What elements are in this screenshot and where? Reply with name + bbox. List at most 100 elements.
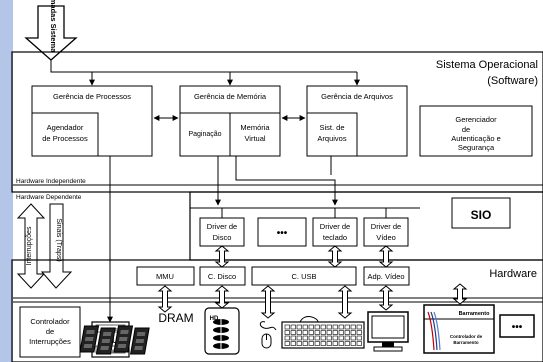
keyboard-key [303, 342, 308, 346]
process-management-title: Gerência de Processos [53, 92, 131, 101]
video-driver-label-1: Driver de [371, 222, 401, 231]
double-arrow [216, 246, 228, 267]
more-devices-ellipsis: ••• [512, 322, 523, 333]
dram-module [131, 328, 150, 354]
hw-independent-label: Hardware Independente [16, 178, 86, 185]
double-arrow [216, 286, 228, 308]
keyboard-key [297, 342, 302, 346]
keyboard-key [321, 325, 326, 329]
os-subtitle: (Software) [487, 75, 538, 87]
keyboard-key [315, 336, 320, 340]
video-adapter-label: Adp. Vídeo [367, 272, 404, 281]
auth-manager-label-2: de [462, 125, 470, 134]
keyboard-key [339, 336, 344, 340]
keyboard-key [309, 336, 314, 340]
keyboard-driver-label-2: teclado [323, 233, 347, 242]
signals-arrow: Sinais (Traps) [42, 204, 71, 288]
mouse-icon [260, 322, 276, 348]
keyboard-key [303, 331, 308, 335]
disk-driver-label-2: Disco [213, 233, 232, 242]
keyboard-key [357, 325, 362, 329]
hw-dependent-label: Hardware Dependente [16, 194, 82, 201]
hd-label: HD [210, 316, 219, 322]
keyboard-key [303, 336, 308, 340]
os-title: Sistema Operacional [436, 59, 538, 71]
keyboard-key [291, 325, 296, 329]
video-driver-label-2: Vídeo [376, 233, 396, 242]
virtual-memory-label-1: Memória [240, 123, 270, 132]
keyboard-key [303, 325, 308, 329]
keyboard-key [333, 325, 338, 329]
keyboard-key [357, 342, 362, 346]
process-scheduler-label-2: de Processos [42, 134, 88, 143]
keyboard-key [321, 342, 326, 346]
double-arrow [380, 246, 392, 267]
sio-label: SIO [471, 208, 492, 222]
keyboard-key [339, 342, 344, 346]
bus-title: Barramento [459, 311, 491, 317]
file-system-label-2: Arquivos [317, 134, 346, 143]
keyboard-key [291, 342, 296, 346]
usb-controller-label: C. USB [291, 272, 316, 281]
virtual-memory-label-2: Virtual [244, 134, 265, 143]
file-management-title: Gerência de Arquivos [321, 92, 393, 101]
disk-controller-label: C. Disco [208, 272, 236, 281]
mmu-label: MMU [156, 272, 174, 281]
keyboard-key [339, 325, 344, 329]
keyboard-key [285, 331, 290, 335]
auth-manager-label-4: Segurança [458, 143, 495, 152]
driver-bus-taps [222, 208, 386, 218]
keyboard-key [321, 331, 326, 335]
keyboard-key [333, 331, 338, 335]
double-arrow [329, 246, 341, 267]
keyboard-key [327, 342, 332, 346]
keyboard-key [315, 331, 320, 335]
hardware-title: Hardware [489, 268, 537, 280]
system-calls-arrow: Chamadas Sistema [26, 0, 76, 60]
file-system-label-1: Sist. de [319, 123, 344, 132]
dram-label: DRAM [158, 311, 193, 325]
auth-manager-label-3: Autenticação e [451, 134, 501, 143]
keyboard-key [309, 325, 314, 329]
interrupt-controller-label-2: de [46, 327, 54, 336]
keyboard-icon [282, 317, 364, 348]
keyboard-key [327, 325, 332, 329]
keyboard-key [321, 336, 326, 340]
more-drivers-ellipsis: ••• [277, 228, 288, 239]
keyboard-key [351, 336, 356, 340]
keyboard-key [315, 325, 320, 329]
memory-management-title: Gerência de Memória [194, 92, 267, 101]
keyboard-key [327, 331, 332, 335]
keyboard-key [339, 331, 344, 335]
keyboard-key [285, 325, 290, 329]
keyboard-driver-label-1: Driver de [320, 222, 350, 231]
system-calls-label: Chamadas Sistema [49, 0, 58, 53]
keyboard-key [297, 331, 302, 335]
keyboard-key [345, 342, 350, 346]
keyboard-key [297, 336, 302, 340]
keyboard-key [351, 325, 356, 329]
keyboard-key [345, 336, 350, 340]
keyboard-key [309, 342, 314, 346]
left-color-strip [0, 0, 13, 362]
keyboard-key [315, 342, 320, 346]
keyboard-key [297, 325, 302, 329]
keyboard-key [357, 331, 362, 335]
interrupt-controller-label-1: Controlador [30, 317, 70, 326]
hardware-controllers: MMU C. Disco C. USB Adp. Vídeo [137, 267, 409, 285]
keyboard-key [327, 336, 332, 340]
keyboard-key [351, 331, 356, 335]
monitor-icon [368, 312, 408, 351]
keyboard-key [345, 331, 350, 335]
keyboard-key [351, 342, 356, 346]
keyboard-key [345, 325, 350, 329]
keyboard-key [291, 336, 296, 340]
process-scheduler-label-1: Agendador [47, 123, 84, 132]
bus-controller-box: Barramento Controlador de Barramento [424, 305, 494, 353]
interrupts-arrow: Interrupções [18, 204, 44, 288]
signals-label: Sinais (Traps) [55, 218, 62, 261]
keyboard-key [285, 342, 290, 346]
paging-label: Paginação [188, 131, 221, 138]
bus-controller-label-2: Barramento [453, 340, 479, 345]
